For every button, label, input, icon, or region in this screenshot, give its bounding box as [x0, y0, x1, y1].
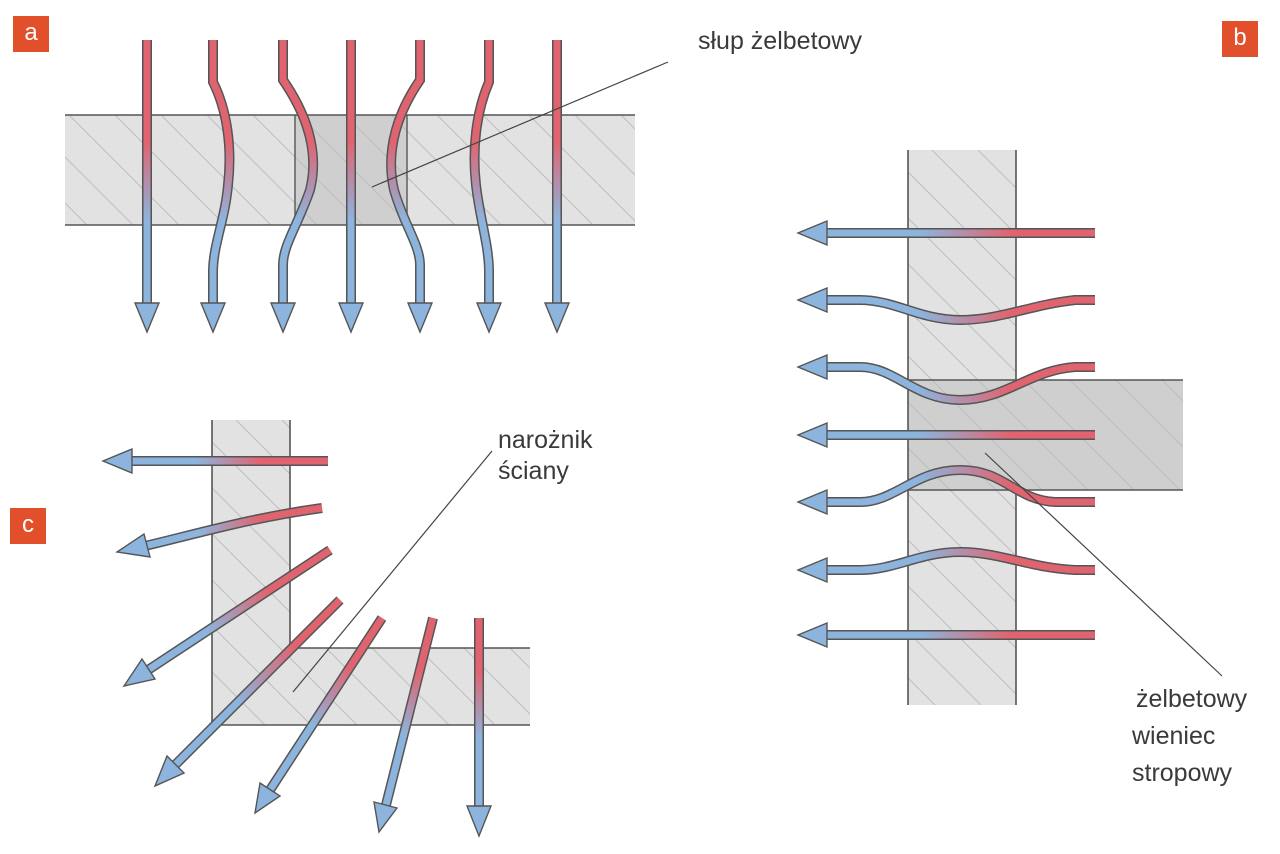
heat-flow-arrow — [373, 616, 438, 834]
panel-b — [796, 150, 1223, 705]
heat-flow-arrow — [543, 40, 571, 334]
heat-flow-arrow — [465, 618, 493, 838]
heat-flow-arrow — [796, 621, 1095, 649]
panel-c — [101, 420, 530, 838]
label-wall-corner-line-2: ściany — [498, 457, 569, 485]
leader-line-c — [292, 450, 493, 693]
heat-flow-arrow — [337, 40, 365, 334]
heat-flow-arrows-a — [133, 40, 571, 334]
heat-flow-arrow — [153, 596, 344, 788]
panel-a-badge: a — [13, 16, 49, 52]
label-ring-beam-line-2: wieniec — [1132, 722, 1216, 750]
leader-line-a — [371, 61, 669, 188]
heat-flow-arrow — [386, 40, 434, 334]
heat-flow-arrow — [115, 503, 323, 558]
label-reinforced-concrete-column: słup żelbetowy — [698, 27, 862, 55]
heat-flow-arrow — [796, 286, 1095, 326]
heat-flow-arrow — [269, 40, 319, 334]
panel-b-badge: b — [1222, 21, 1258, 57]
heat-flow-arrow — [796, 421, 1095, 449]
heat-flow-arrow — [122, 545, 333, 688]
leader-line-b — [984, 452, 1223, 677]
label-ring-beam-line-3: stropowy — [1132, 759, 1233, 787]
heat-flow-arrow — [133, 40, 161, 334]
heat-flow-arrow — [796, 219, 1095, 247]
label-ring-beam-line-1: żelbetowy — [1136, 685, 1248, 713]
heat-flow-arrow — [469, 40, 503, 334]
panel-a — [65, 40, 669, 334]
heat-flow-arrow — [101, 447, 328, 475]
heat-flow-arrow — [796, 353, 1095, 406]
label-wall-corner-line-1: narożnik — [498, 426, 593, 454]
heat-flow-arrow — [254, 615, 387, 815]
panel-c-badge: c — [10, 508, 46, 544]
wall-b — [907, 150, 1183, 705]
heat-flow-arrows-c — [101, 447, 493, 838]
heat-flow-arrow — [796, 546, 1095, 584]
heat-flow-arrow — [199, 40, 235, 334]
